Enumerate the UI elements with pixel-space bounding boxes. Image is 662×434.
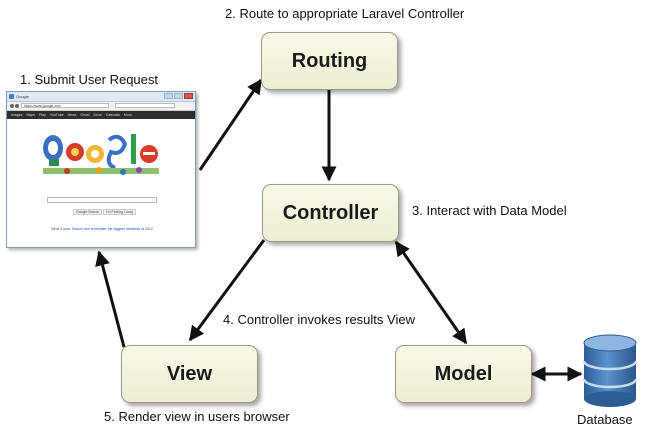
- step3-label: 3. Interact with Data Model: [412, 203, 567, 218]
- step2-label: 2. Route to appropriate Laravel Controll…: [225, 6, 465, 21]
- back-icon: [10, 104, 14, 108]
- arrow-browser-to-routing: [198, 78, 263, 171]
- controller-node: Controller: [262, 184, 399, 242]
- arrow-controller-to-view: [188, 239, 266, 342]
- google-footer-text: What a year. Search and remember the big…: [37, 227, 167, 231]
- menu-item: Gmail: [80, 113, 90, 117]
- close-icon: [184, 93, 193, 99]
- model-node: Model: [395, 345, 532, 403]
- menu-item: YouTube: [49, 113, 64, 117]
- step1-label: 1. Submit User Request: [20, 72, 159, 87]
- menu-item: More: [123, 113, 132, 117]
- browser-address-row: https://www.google.com: [7, 102, 195, 111]
- browser-search-box: [115, 103, 175, 108]
- minimize-icon: [164, 93, 173, 99]
- database-icon: [582, 334, 638, 407]
- browser-titlebar: Google: [7, 92, 195, 102]
- browser-screenshot: Google https://www.google.com Images Map…: [6, 91, 196, 248]
- menu-item: News: [67, 113, 77, 117]
- google-doodle-image: [39, 128, 163, 180]
- step5-label: 5. Render view in users browser: [104, 409, 290, 424]
- window-controls: [164, 93, 193, 99]
- browser-tab-title: Google: [16, 94, 29, 99]
- forward-icon: [15, 104, 19, 108]
- database-label: Database: [577, 412, 633, 427]
- arrow-controller-model: [394, 240, 468, 345]
- google-search-input: [47, 197, 157, 203]
- address-bar: https://www.google.com: [21, 103, 109, 108]
- menu-item: Play: [39, 113, 46, 117]
- menu-item: Images: [11, 113, 23, 117]
- google-search-button: Google Search: [73, 209, 103, 215]
- favicon-icon: [9, 94, 14, 99]
- google-menu-bar: Images Maps Play YouTube News Gmail Driv…: [7, 111, 195, 119]
- routing-node: Routing: [261, 32, 398, 90]
- menu-item: Drive: [93, 113, 102, 117]
- maximize-icon: [174, 93, 183, 99]
- menu-item: Maps: [26, 113, 36, 117]
- footer-text: What a year.: [51, 227, 71, 231]
- menu-item: Calendar: [105, 113, 120, 117]
- step4-label: 4. Controller invokes results View: [223, 312, 415, 327]
- footer-link: Search and remember the biggest moments …: [71, 227, 153, 231]
- arrow-view-to-browser: [95, 250, 126, 348]
- view-node: View: [121, 345, 258, 403]
- feeling-lucky-button: I'm Feeling Lucky: [103, 209, 137, 215]
